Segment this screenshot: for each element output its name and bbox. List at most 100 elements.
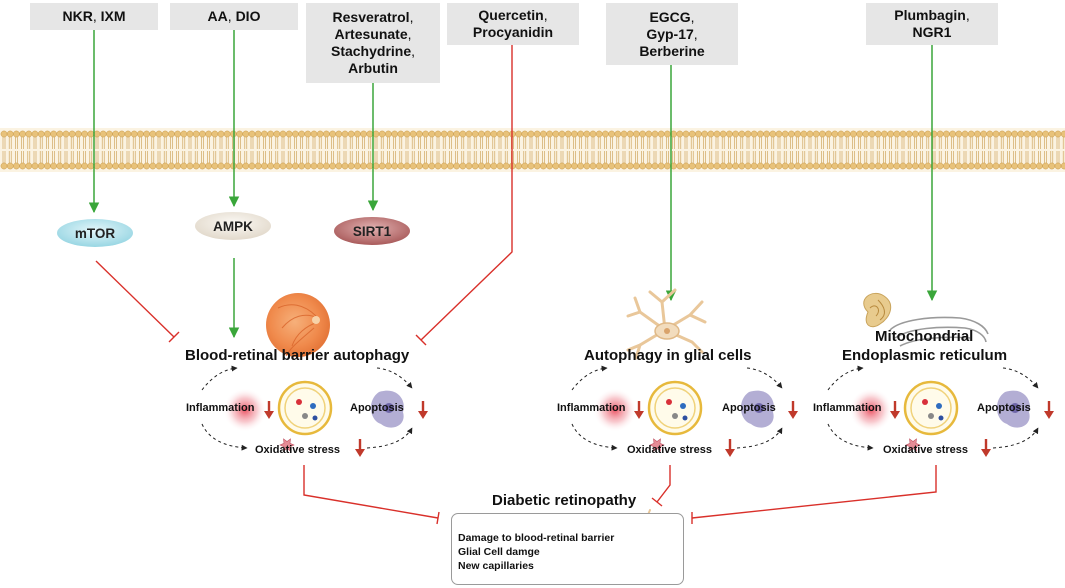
diabetic-retinopathy-box	[451, 513, 684, 585]
inhibition-line	[691, 465, 937, 519]
compound-berberine: Berberine	[639, 42, 705, 59]
inflammation-glow	[593, 388, 637, 432]
autophagosome	[647, 380, 703, 436]
outcome-panel	[201, 365, 428, 457]
ampk-text: AMPK	[213, 219, 253, 234]
dr-item-glial-damage: Glial Cell damge	[458, 546, 540, 558]
mitochondria-er-illustration	[863, 292, 989, 347]
inhibition-line	[420, 45, 513, 341]
compound-separator: ,	[409, 9, 414, 25]
retina-eye-illustration	[266, 293, 330, 357]
compound-line: NGR1	[866, 24, 998, 41]
compound-separator: ,	[690, 8, 695, 25]
decrease-arrow-icon	[264, 401, 274, 419]
compound-ixm: IXM	[100, 8, 126, 24]
compound-artesunate: Artesunate	[334, 26, 408, 42]
compound-box-quercetin-group: Quercetin, Procyanidin	[447, 3, 579, 45]
oxidative-stress-label: Oxidative stress	[627, 444, 712, 456]
compound-separator: ,	[411, 43, 416, 59]
compound-line: Berberine	[606, 43, 738, 60]
mtor-text: mTOR	[74, 226, 116, 241]
compound-separator: ,	[227, 8, 232, 24]
compound-egcg: EGCG	[649, 8, 691, 25]
inhibition-line	[95, 260, 175, 338]
sirt1-label: SIRT1	[334, 218, 410, 245]
feedback-loop	[827, 365, 1039, 451]
oxidative-stress-star	[279, 438, 295, 452]
inflammation-label: Inflammation	[557, 402, 626, 414]
outcome-panel	[571, 365, 798, 457]
compound-box-egcg-group: EGCG, Gyp-17, Berberine	[606, 3, 738, 65]
feedback-loop	[571, 365, 783, 451]
inflammation-label: Inflammation	[813, 402, 882, 414]
compound-dio: DIO	[235, 8, 261, 24]
decrease-arrow-icon	[725, 439, 735, 457]
ampk-node	[195, 212, 271, 240]
inhibition-line	[303, 465, 439, 519]
inhibition-tee	[436, 511, 440, 525]
cell-membrane	[0, 128, 1065, 172]
autophagosome	[903, 380, 959, 436]
compound-separator: ,	[965, 7, 970, 23]
compound-line: NKR, IXM	[30, 8, 158, 25]
compound-procyanidin: Procyanidin	[472, 24, 554, 40]
inhibition-tee	[415, 334, 427, 346]
inhibition-lines	[95, 45, 937, 525]
inhibition-tee	[168, 331, 180, 343]
dr-item-brb-damage: Damage to blood-retinal barrier	[458, 532, 615, 544]
inflammation-label: Inflammation	[186, 402, 255, 414]
er-heading: Endoplasmic reticulum	[842, 347, 1008, 364]
compound-box-resveratrol-group: Resveratrol, Artesunate, Stachydrine, Ar…	[306, 3, 440, 83]
inhibition-tee	[651, 497, 663, 507]
compound-gyp17: Gyp-17	[646, 25, 694, 42]
sirt1-text: SIRT1	[352, 224, 392, 239]
compound-line: EGCG,	[606, 9, 738, 26]
oxidative-stress-label: Oxidative stress	[883, 444, 968, 456]
compound-box-nkr-ixm: NKR, IXM	[30, 3, 158, 30]
apoptosis-label: Apoptosis	[977, 402, 1031, 414]
apoptosis-label: Apoptosis	[350, 402, 404, 414]
glial-autophagy-heading: Autophagy in glial cells	[584, 347, 752, 364]
oxidative-stress-label: Oxidative stress	[255, 444, 340, 456]
apoptosis-label: Apoptosis	[722, 402, 776, 414]
decrease-arrow-icon	[1044, 401, 1054, 419]
compound-aa: AA	[207, 8, 228, 24]
compound-arbutin: Arbutin	[348, 60, 398, 76]
compound-box-aa-dio: AA, DIO	[170, 3, 298, 30]
decrease-arrow-icon	[355, 439, 365, 457]
outcome-panel	[827, 365, 1054, 457]
compound-line: Gyp-17,	[606, 26, 738, 43]
compound-plumbagin: Plumbagin	[894, 7, 966, 23]
compound-line: Resveratrol,	[306, 9, 440, 26]
mtor-node	[57, 219, 133, 247]
compound-line: Artesunate,	[306, 26, 440, 43]
compound-line: AA, DIO	[170, 8, 298, 25]
compound-nkr: NKR	[62, 8, 93, 24]
compound-line: Plumbagin,	[866, 7, 998, 24]
compound-line: Procyanidin	[447, 24, 579, 41]
sirt1-node	[334, 217, 410, 245]
ampk-label: AMPK	[195, 213, 271, 240]
autophagosome	[277, 380, 333, 436]
inflammation-glow	[223, 388, 267, 432]
mtor-label: mTOR	[57, 220, 133, 247]
oxidative-stress-star	[649, 438, 665, 452]
feedback-loop	[201, 365, 413, 451]
compound-separator: ,	[543, 7, 548, 23]
glial-cell-illustration	[626, 288, 707, 360]
compound-ngr1: NGR1	[912, 24, 952, 40]
oxidative-stress-star	[905, 438, 921, 452]
compound-stachydrine: Stachydrine	[330, 43, 412, 59]
compound-line: Quercetin,	[447, 7, 579, 24]
decrease-arrow-icon	[418, 401, 428, 419]
compound-line: Arbutin	[306, 60, 440, 77]
diabetic-retinopathy-title: Diabetic retinopathy	[492, 492, 637, 509]
compound-box-plumbagin-group: Plumbagin, NGR1	[866, 3, 998, 45]
brb-autophagy-heading: Blood-retinal barrier autophagy	[185, 347, 410, 364]
compound-separator: ,	[693, 25, 698, 42]
decrease-arrow-icon	[788, 401, 798, 419]
activation-arrows	[88, 30, 938, 339]
decrease-arrow-icon	[634, 401, 644, 419]
